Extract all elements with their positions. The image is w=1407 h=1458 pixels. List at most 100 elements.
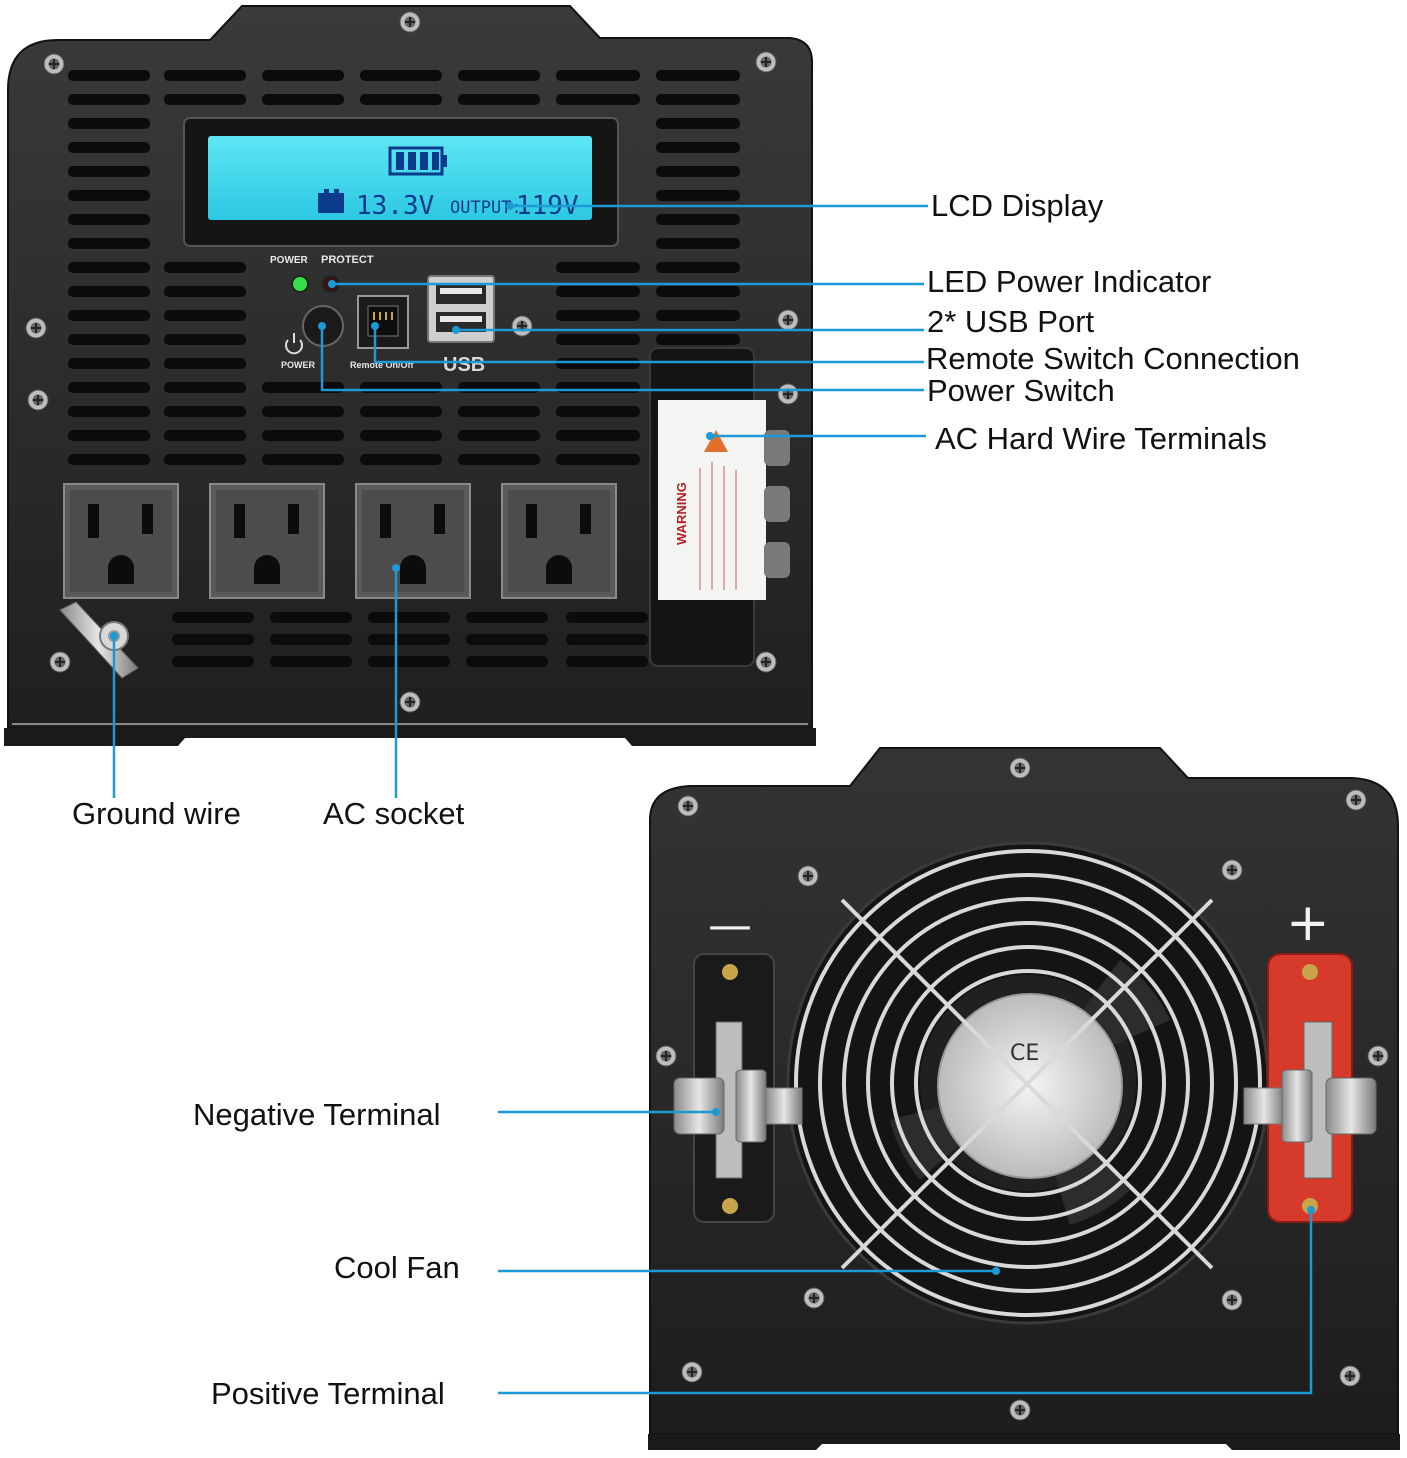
vent-slot [68,166,150,177]
screw-icon [399,691,421,713]
vent-slot [556,94,640,105]
screw-icon [677,795,699,817]
vent-slot [270,634,352,645]
vent-slot [172,634,254,645]
lcd-display: 13.3V OUTPUT: 119V [183,117,619,247]
vent-slot [68,94,150,105]
negative-symbol: — [708,900,752,951]
callout-power-switch: Power Switch [927,373,1115,408]
vent-slot [566,634,648,645]
screw-icon [803,1287,825,1309]
vent-slot [68,190,150,201]
screw-icon [511,315,533,337]
ac-outlet[interactable] [355,483,471,599]
callout-usb-port: 2* USB Port [927,304,1095,339]
vent-slot [68,142,150,153]
fan-guard [794,849,1262,1317]
vent-slot [458,454,540,465]
ac-outlet[interactable] [501,483,617,599]
vent-slot [262,430,344,441]
vent-slot [556,430,640,441]
remote-switch-port[interactable] [357,295,409,349]
ac-outlet[interactable] [63,483,179,599]
screw-icon [797,865,819,887]
vent-slot [262,382,344,393]
lcd-input-voltage: 13.3V [356,191,434,221]
positive-terminal[interactable] [1243,953,1377,1223]
vent-slot [368,656,450,667]
vent-slot [164,286,246,297]
vent-slot [368,634,450,645]
vent-slot [656,190,740,201]
vent-slot [566,656,648,667]
vent-slot [556,334,640,345]
vent-slot [556,262,640,273]
callout-positive-terminal: Positive Terminal [211,1376,445,1411]
vent-slot [466,612,548,623]
vent-slot [172,656,254,667]
vent-slot [656,118,740,129]
protect-led-label: PROTECT [321,254,374,266]
cooling-fan: CE [786,841,1270,1325]
vent-slot [360,430,442,441]
negative-terminal[interactable] [673,953,803,1223]
vent-slot [458,430,540,441]
vent-slot [556,310,640,321]
vent-slot [68,382,150,393]
screw-icon [1221,859,1243,881]
power-symbol-icon [285,333,303,355]
vent-slot [656,286,740,297]
front-base-lip [4,728,816,746]
vent-slot [270,612,352,623]
vent-slot [262,70,344,81]
screw-icon [1009,757,1031,779]
vent-slot [68,70,150,81]
vent-slot [656,94,740,105]
screw-icon [655,1045,677,1067]
vent-slot [556,382,640,393]
vent-slot [270,656,352,667]
power-led-label: POWER [270,255,309,266]
vent-slot [656,334,740,345]
anchor-ground [110,632,118,640]
vent-slot [360,94,442,105]
screw-icon [27,389,49,411]
vent-slot [262,454,344,465]
vent-slot [164,358,246,369]
screw-icon [777,383,799,405]
vent-slot [164,406,246,417]
screw-icon [1345,789,1367,811]
ac-outlet[interactable] [209,483,325,599]
usb-ports[interactable] [427,275,495,343]
vent-slot [466,656,548,667]
vent-slot [656,166,740,177]
screw-icon [49,651,71,673]
leader-remote-switch [373,326,924,364]
screw-icon [1367,1045,1389,1067]
vent-slot [164,382,246,393]
vent-slot [656,238,740,249]
battery-input-icon [318,193,344,213]
ac-outlets [63,483,617,599]
anchor-power-switch [318,322,326,330]
rear-screws [655,757,1389,1421]
screw-icon [1339,1365,1361,1387]
vent-slot [68,238,150,249]
callout-leader-lines [110,202,1315,1395]
vent-slot [360,454,442,465]
screw-icon [25,317,47,339]
vent-slot [360,406,442,417]
anchor-negative [712,1108,720,1116]
vent-slot [172,612,254,623]
vent-slot [68,118,150,129]
vent-slot [656,214,740,225]
callout-remote-switch: Remote Switch Connection [926,341,1300,376]
warning-title: WARNING [674,482,689,545]
front-panel: 13.3V OUTPUT: 119V POWER PROTECT POWER R… [4,5,816,746]
anchor-remote [371,322,379,330]
vent-slot [556,286,640,297]
vent-slot [556,70,640,81]
lcd-output-label: OUTPUT: [450,198,522,218]
anchor-hard-wire [706,432,714,440]
